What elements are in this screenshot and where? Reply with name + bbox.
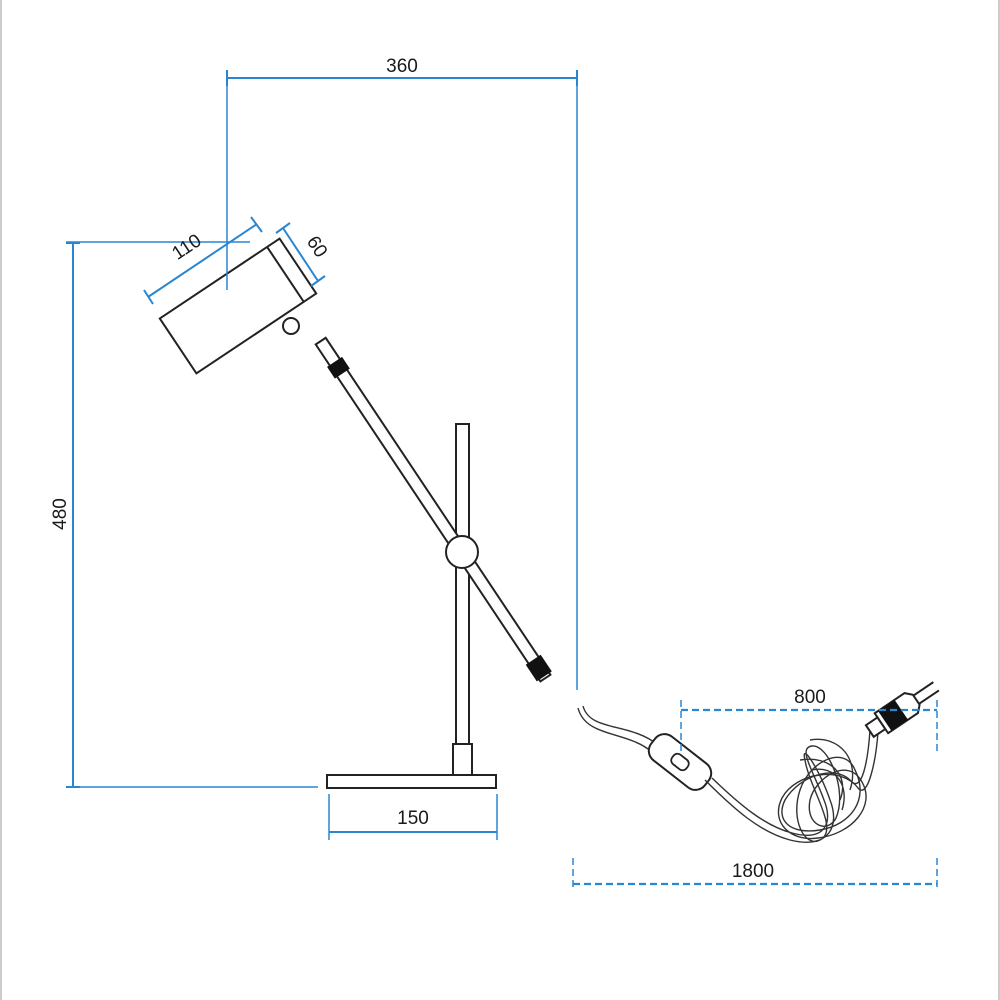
- plug-grip: [878, 699, 909, 731]
- inline-switch: [647, 733, 713, 791]
- dim-150-label: 150: [397, 808, 429, 829]
- lamp-shade: [158, 237, 318, 375]
- dim-360-label: 360: [386, 56, 418, 77]
- dim-1800-label: 1800: [732, 861, 774, 882]
- dim-800-label: 800: [794, 687, 826, 708]
- dim-110-label: 110: [169, 230, 206, 264]
- arm-joint-upper: [327, 356, 350, 379]
- lamp-arm: [314, 336, 552, 683]
- dim-60-label: 60: [302, 232, 331, 261]
- pivot-knob: [445, 535, 479, 569]
- lamp-base: [326, 774, 497, 789]
- power-plug: [864, 681, 940, 739]
- dim-480-label: 480: [50, 498, 71, 530]
- shade-swivel: [282, 317, 300, 335]
- lamp-post: [455, 423, 470, 745]
- lamp-post-sleeve: [452, 743, 473, 776]
- cable-to-switch: [582, 705, 659, 746]
- arm-end-cap: [525, 654, 552, 682]
- cable-coil: [704, 729, 871, 843]
